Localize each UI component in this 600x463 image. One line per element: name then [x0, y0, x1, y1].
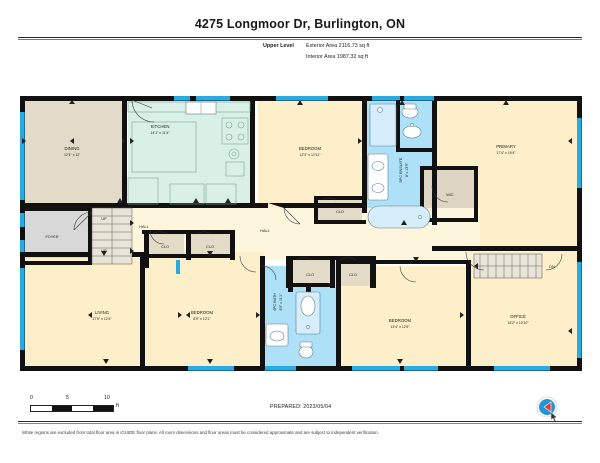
scale-bar: 0 5 10 ft — [30, 395, 120, 412]
room-dims-bedroom2: 8'9" x 12'1" — [193, 317, 211, 321]
interior-area: Interior Area 1987.32 sq ft — [306, 54, 369, 60]
room-label-office: OFFICE — [510, 314, 526, 319]
closet-label-2: CLO — [161, 245, 169, 249]
room-dims-kitchen: 14'1" x 11'4" — [151, 131, 171, 135]
closet-label-4: CLO — [306, 273, 314, 277]
room-dims-bedroom1: 12'3" x 12'11" — [300, 153, 322, 157]
closet-label-5: CLO — [349, 273, 357, 277]
footer-divider — [18, 421, 582, 422]
room-label-bedroom1: BEDROOM — [299, 146, 322, 151]
room-label-kitchen: KITCHEN — [151, 124, 170, 129]
closet-label-3: CLO — [206, 245, 214, 249]
scale-tick-0: 0 — [30, 395, 33, 401]
footer-divider-thin — [18, 422, 582, 424]
room-dims-ensuite: 8' x 13'9" — [405, 162, 409, 177]
room-dims-office: 15'2" x 12'10" — [507, 321, 529, 325]
scale-bar-graphic — [30, 405, 114, 412]
closet-label-1: CLO — [336, 210, 344, 214]
ensuite-fixtures — [367, 103, 431, 229]
kitchen-fixtures — [127, 101, 251, 205]
stairs-down — [473, 253, 543, 279]
room-dims-dining: 12'4" x 12' — [64, 153, 80, 157]
room-label-hall-left: HALL — [139, 225, 149, 229]
room-label-hall-right: HALL — [260, 229, 270, 233]
room-label-living: LIVING — [95, 310, 110, 315]
room-label-bedroom2: BEDROOM — [191, 310, 214, 315]
room-label-wic: WIC — [446, 193, 454, 197]
room-label-bedroom3: BEDROOM — [389, 318, 412, 323]
room-label-primary: PRIMARY — [496, 144, 516, 149]
room-dims-primary: 17'4" x 19'4" — [496, 151, 516, 155]
floorplan-drawing: .rm{stroke:none} .wl{fill:#111} .win{fil… — [0, 80, 600, 380]
room-label-bath4pc: 4PC BATH — [273, 293, 277, 312]
room-label-ensuite: 5PC ENSUITE — [399, 157, 403, 182]
header-divider — [18, 37, 582, 38]
mouse-cursor-icon — [550, 409, 558, 422]
room-dims-living: 17'5" x 12'4" — [92, 317, 112, 321]
footer-disclaimer: White regions are excluded from total fl… — [22, 430, 379, 435]
page-title: 4275 Longmoor Dr, Burlington, ON — [194, 17, 406, 31]
scale-unit: ft — [116, 403, 119, 409]
room-label-dining: DINING — [64, 146, 80, 151]
stairs-up-label-1: UP — [101, 217, 107, 221]
scale-tick-10: 10 — [104, 395, 110, 401]
stairs-up — [91, 207, 134, 265]
exterior-area: Exterior Area 2116.73 sq ft — [306, 43, 370, 49]
level-label: Upper Level — [263, 43, 294, 49]
stairs-down-label: DN — [549, 265, 555, 269]
bath-fixtures — [265, 291, 321, 359]
prepared-date: PREPARED: 2023/05/04 — [270, 404, 332, 410]
header-divider-thin — [18, 38, 582, 40]
room-dims-bedroom3: 13'4" x 12'5" — [390, 325, 410, 329]
room-dims-bath4pc: 8'9" x 11'1" — [279, 293, 283, 311]
iguide-logo-icon — [536, 396, 558, 418]
room-label-foyer: FOYER — [45, 235, 58, 239]
stairs-up-label-2: UP — [101, 249, 107, 253]
scale-tick-5: 5 — [66, 395, 69, 401]
